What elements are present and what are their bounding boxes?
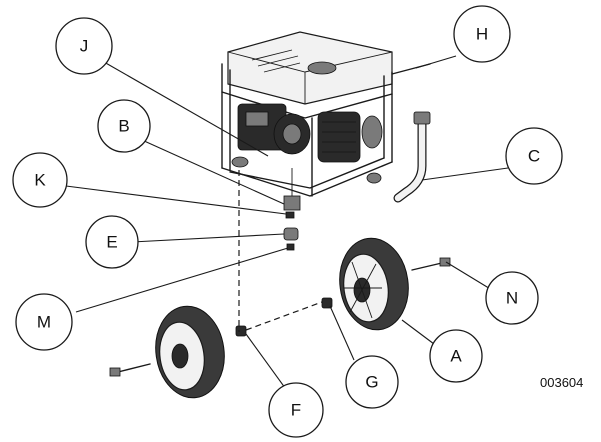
callout-e: E: [85, 215, 139, 269]
callout-a: A: [429, 329, 483, 383]
callout-n: N: [485, 271, 539, 325]
hardware: [109, 63, 451, 377]
callout-label: N: [506, 289, 518, 308]
callout-k: K: [12, 152, 68, 208]
callout-label: G: [365, 373, 378, 392]
callout-circle: [55, 17, 113, 75]
callout-label: M: [37, 313, 51, 332]
callout-circle: [97, 99, 151, 153]
callout-label: K: [34, 171, 46, 190]
callout-f: F: [268, 382, 324, 438]
assembly-guide-axle: [245, 301, 323, 331]
callout-circle: [453, 5, 511, 63]
callout-label: H: [476, 25, 488, 44]
callout-j: J: [55, 17, 113, 75]
part-number: 003604: [540, 375, 583, 390]
callout-circle: [485, 271, 539, 325]
generator: [221, 31, 393, 211]
callout-label: A: [450, 347, 462, 366]
callout-label: C: [528, 147, 540, 166]
callout-circle: [85, 215, 139, 269]
callout-circle: [12, 152, 68, 208]
callout-g: G: [345, 355, 399, 409]
callout-label: J: [80, 37, 89, 56]
leader-lines: [65, 55, 509, 393]
callout-circle: [268, 382, 324, 438]
callout-circle: [345, 355, 399, 409]
callout-circle: [429, 329, 483, 383]
wheel-left: [155, 305, 225, 399]
wheel-right: [339, 237, 409, 331]
callout-label: E: [106, 233, 117, 252]
callout-h: H: [453, 5, 511, 63]
callout-circle: [15, 293, 73, 351]
handle-part: [393, 111, 431, 203]
callout-c: C: [505, 127, 563, 185]
callout-m: M: [15, 293, 73, 351]
callout-b: B: [97, 99, 151, 153]
callout-label: F: [291, 401, 301, 420]
callout-group: J B K E M H C N A G F: [12, 5, 563, 438]
callout-circle: [505, 127, 563, 185]
callout-label: B: [118, 117, 129, 136]
